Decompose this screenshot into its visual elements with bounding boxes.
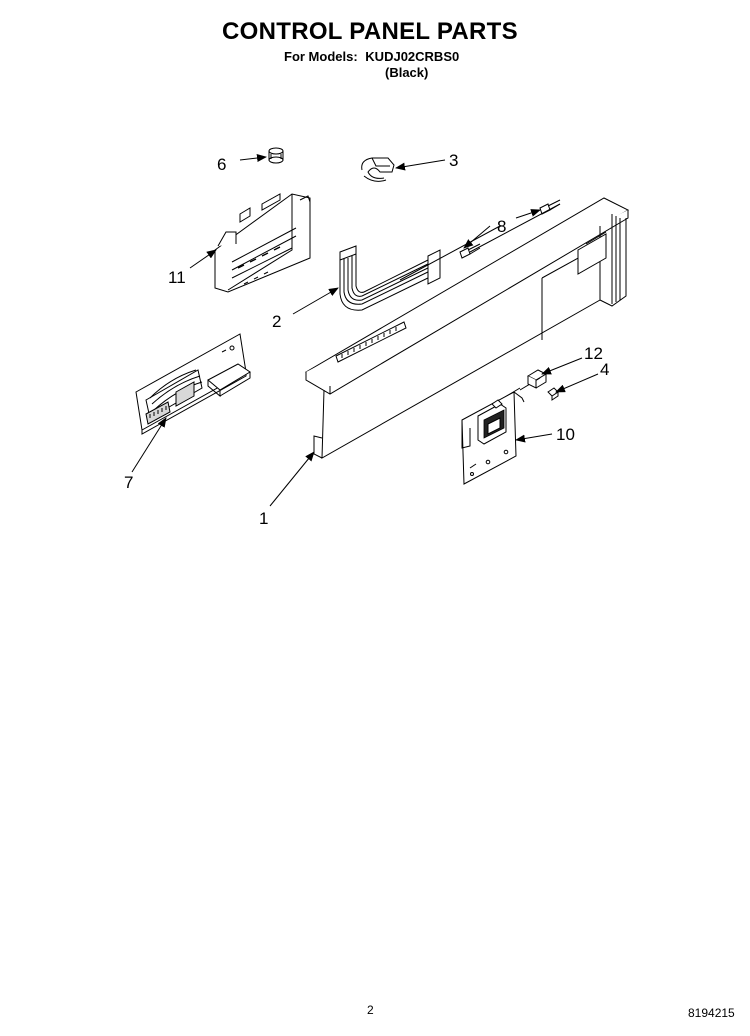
callout-4: 4	[600, 360, 609, 379]
models-line: For Models: KUDJ02CRBS0	[284, 49, 459, 65]
callout-3: 3	[449, 151, 458, 170]
leader-8a	[463, 225, 491, 249]
part-1-control-panel-drawing	[305, 197, 630, 459]
part-7-interface-board-drawing	[135, 333, 251, 435]
part-8-screw-drawing	[459, 199, 561, 259]
part-2-ribbon-cable-drawing	[339, 245, 441, 311]
model-variant: (Black)	[385, 65, 429, 80]
leader-8b	[515, 209, 541, 219]
callout-12: 12	[584, 344, 603, 363]
leader-3	[395, 159, 446, 171]
models-label: For Models:	[284, 49, 358, 64]
callout-labels: 6 3 8 11 2 12 4 10 7 1	[124, 151, 609, 528]
part-12-block-drawing	[526, 369, 548, 389]
callout-10: 10	[556, 425, 575, 444]
leader-7	[131, 417, 167, 473]
leader-11	[189, 249, 217, 269]
page-number: 2	[367, 1003, 374, 1017]
callout-11: 11	[168, 268, 186, 287]
model-number: KUDJ02CRBS0	[365, 49, 460, 64]
leader-lines	[131, 154, 599, 507]
part-10-bracket-drawing	[461, 391, 525, 485]
part-6-cap-drawing	[268, 147, 284, 164]
callout-6: 6	[217, 155, 226, 174]
leader-1	[269, 451, 315, 507]
leader-4	[555, 373, 599, 393]
part-3-clip-drawing	[361, 157, 395, 182]
leader-12	[541, 357, 583, 375]
leader-6	[239, 154, 267, 163]
callout-1: 1	[259, 509, 268, 528]
part-11-control-board-drawing	[214, 193, 311, 293]
callout-2: 2	[272, 312, 281, 331]
leader-2	[292, 287, 339, 315]
document-number: 8194215	[688, 1006, 735, 1020]
page-title: CONTROL PANEL PARTS	[222, 18, 518, 45]
callout-8: 8	[497, 217, 506, 236]
callout-7: 7	[124, 473, 133, 492]
part-4-screw-drawing	[547, 387, 559, 401]
leader-10	[515, 433, 553, 443]
